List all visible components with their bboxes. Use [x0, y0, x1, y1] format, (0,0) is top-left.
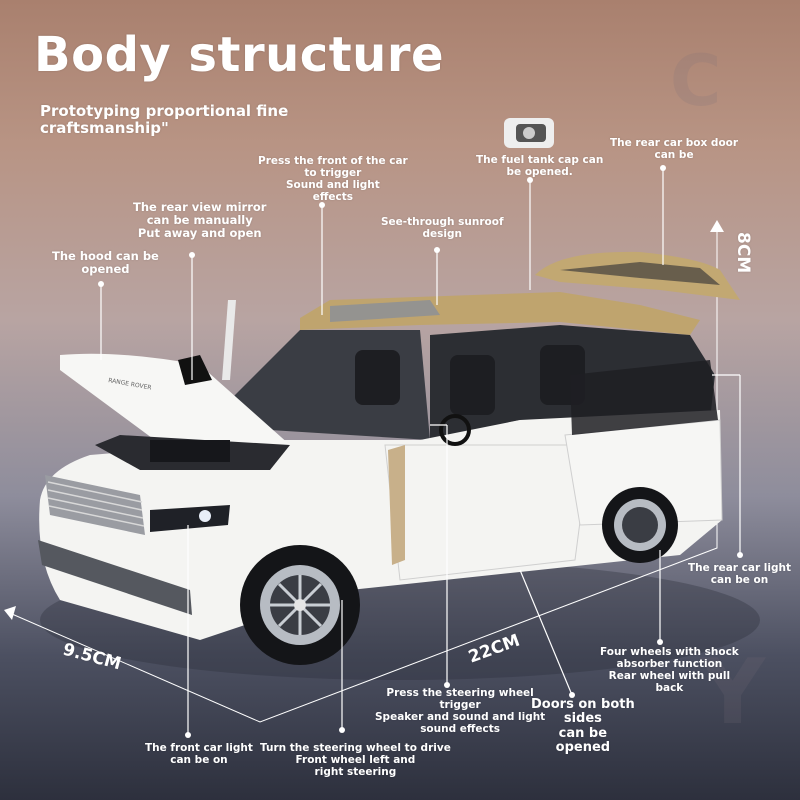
- dimension-height: 8CM: [733, 232, 753, 274]
- callout-lines: [100, 168, 741, 735]
- front-door: [384, 444, 591, 581]
- hood: [60, 353, 290, 455]
- seat-mid: [450, 355, 495, 415]
- subtitle: Prototyping proportional fine craftsmans…: [40, 102, 289, 138]
- callout-front-trigger: Press the front of the car to trigger So…: [258, 155, 408, 204]
- width-arrow: [4, 606, 16, 620]
- grille: [45, 475, 145, 535]
- steering-wheel: [439, 414, 471, 446]
- watermark-c: C: [670, 40, 722, 122]
- callout-sunroof: See-through sunroof design: [381, 216, 504, 241]
- callout-rear-light: The rear car light can be on: [688, 562, 791, 587]
- sunroof: [330, 300, 440, 322]
- car: [38, 118, 740, 665]
- mirror: [178, 355, 212, 385]
- callout-rear-door: The rear car box door can be: [610, 137, 739, 162]
- callout-shock: Four wheels with shock absorber function…: [600, 646, 739, 695]
- callout-dots: [98, 165, 743, 738]
- callout-steering-trigger: Press the steering wheel trigger Speaker…: [375, 687, 546, 736]
- page-title: Body structure: [34, 27, 445, 83]
- callout-turn-steering: Turn the steering wheel to drive Front w…: [260, 742, 451, 779]
- callout-fuel-cap: The fuel tank cap can be opened.: [476, 154, 604, 179]
- watermark-y: Y: [700, 640, 766, 745]
- callout-doors: Doors on both sides can be opened: [531, 697, 635, 755]
- headlight: [150, 505, 230, 532]
- seat-front: [355, 350, 400, 405]
- callout-mirror: The rear view mirror can be manually Put…: [133, 200, 267, 241]
- lower-grille: [38, 540, 192, 615]
- callout-hood: The hood can be opened: [52, 249, 159, 277]
- rear-wheel: [602, 487, 678, 563]
- callout-front-light: The front car light can be on: [145, 742, 253, 767]
- front-wheel: [240, 545, 360, 665]
- height-arrow: [710, 220, 724, 232]
